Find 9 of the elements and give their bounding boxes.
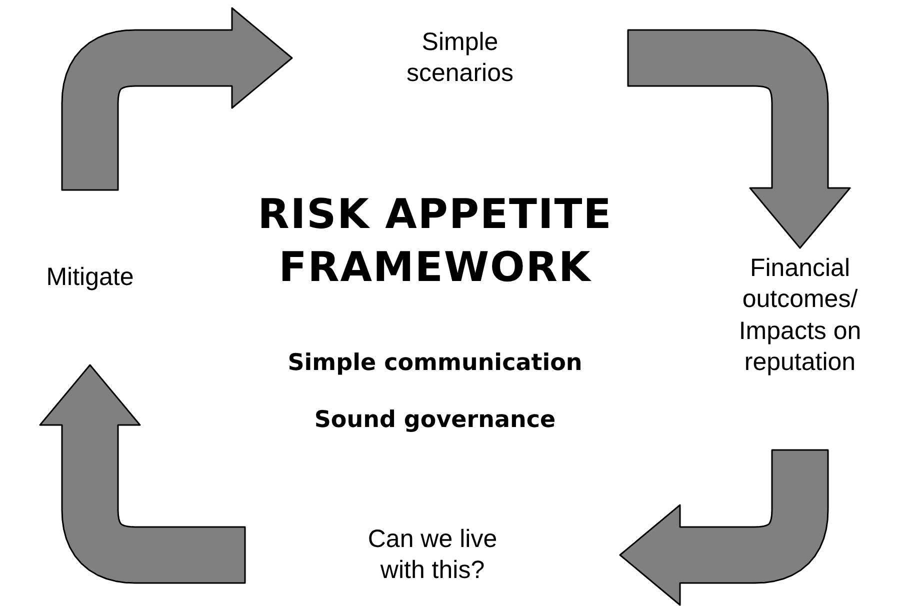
step-label: Can we live with this? [366,524,498,586]
step-label: Mitigate [46,262,134,293]
block-arrow [619,449,829,606]
block-arrow [61,7,293,191]
principle-text: Sound governance [313,407,557,433]
principle-text: Simple communication [286,350,584,376]
diagram-title: RISK APPETITE FRAMEWORK [256,189,614,294]
step-label: Financial outcomes/ Impacts on reputation [738,253,862,378]
step-label: Simple scenarios [406,26,514,89]
